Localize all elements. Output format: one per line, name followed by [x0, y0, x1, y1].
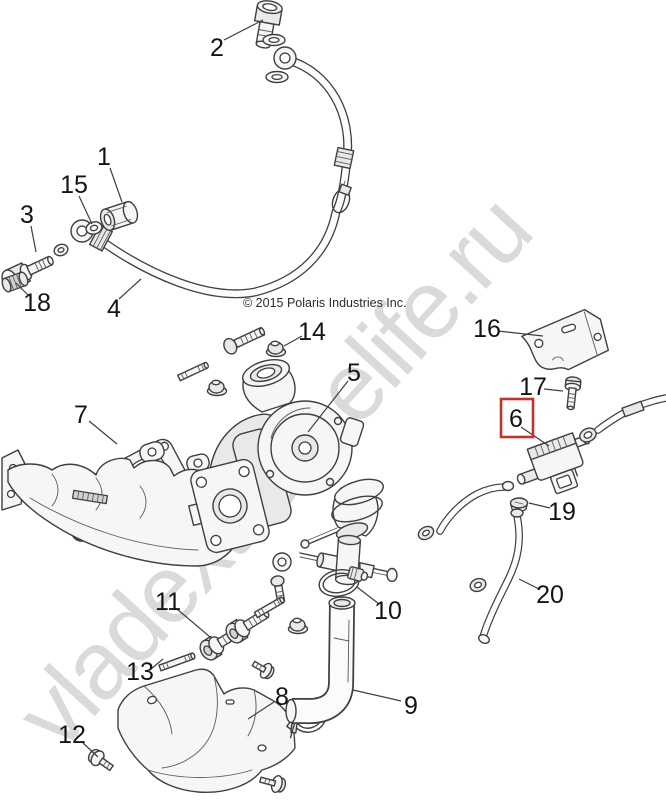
callout-7[interactable]: 7 [74, 401, 88, 429]
callout-19[interactable]: 19 [548, 498, 576, 526]
callout-16[interactable]: 16 [473, 315, 501, 343]
part-hose-20-drawing [469, 508, 524, 645]
part-nut-lower-drawing [287, 617, 309, 635]
callout-11[interactable]: 11 [155, 588, 181, 616]
part-manifold-drawing [1, 441, 239, 567]
part-stud-13-drawing [158, 652, 196, 672]
callout-10[interactable]: 10 [374, 597, 402, 625]
part-screw-12-drawing [87, 748, 114, 772]
part-washer-lower-drawing [265, 70, 289, 84]
part-clamp-10-drawing [318, 566, 369, 597]
leader-lines [15, 19, 564, 758]
part-nut-upper-drawing [206, 379, 228, 397]
callout-17[interactable]: 17 [519, 373, 547, 401]
part-washer-small-drawing [53, 243, 69, 257]
callout-15[interactable]: 15 [60, 171, 88, 199]
part-washer-15-drawing [85, 221, 103, 235]
part-bolt-14-drawing [223, 326, 266, 355]
part-washer-upper-drawing [262, 33, 286, 47]
hose-clamp-icon [331, 180, 352, 214]
part-bolt-bottom-drawing [259, 775, 287, 794]
copyright-text: © 2015 Polaris Industries Inc. [243, 296, 406, 310]
callout-13[interactable]: 13 [126, 658, 154, 686]
callout-12[interactable]: 12 [58, 721, 86, 749]
part-grommet-right-drawing [579, 427, 597, 443]
callout-9[interactable]: 9 [404, 692, 418, 720]
part-hose-9-drawing [285, 596, 356, 725]
callout-1[interactable]: 1 [97, 143, 111, 171]
part-bolt-small-mid-drawing [251, 660, 275, 680]
part-oil-line-4-drawing [70, 46, 355, 299]
part-screw-17-drawing [564, 376, 582, 411]
callout-4[interactable]: 4 [107, 295, 121, 323]
callout-14[interactable]: 14 [298, 318, 326, 346]
part-stud-lower-drawing [253, 596, 285, 619]
callout-18[interactable]: 18 [23, 289, 51, 317]
part-bolt-11b-drawing [225, 608, 270, 644]
part-heat-shield-8-drawing [117, 668, 296, 793]
callout-8[interactable]: 8 [275, 683, 289, 711]
part-stud-upper-drawing [177, 361, 209, 382]
part-nut-14-drawing [265, 340, 287, 358]
callout-3[interactable]: 3 [20, 201, 34, 229]
part-fitting-1-drawing [99, 200, 139, 232]
callouts: 1 2 3 4 5 6 7 8 9 10 11 12 13 14 15 16 1… [20, 34, 576, 749]
part-bracket-16-drawing [521, 308, 610, 371]
hose-elbow-left-drawing [417, 480, 515, 541]
callout-2[interactable]: 2 [210, 34, 224, 62]
selected-part-highlight [499, 397, 535, 439]
callout-6[interactable]: 6 [509, 405, 523, 433]
part-solenoid-6-drawing [516, 432, 591, 495]
callout-20[interactable]: 20 [536, 581, 564, 609]
callout-5[interactable]: 5 [347, 359, 361, 387]
hose-right-drawing [594, 394, 666, 434]
